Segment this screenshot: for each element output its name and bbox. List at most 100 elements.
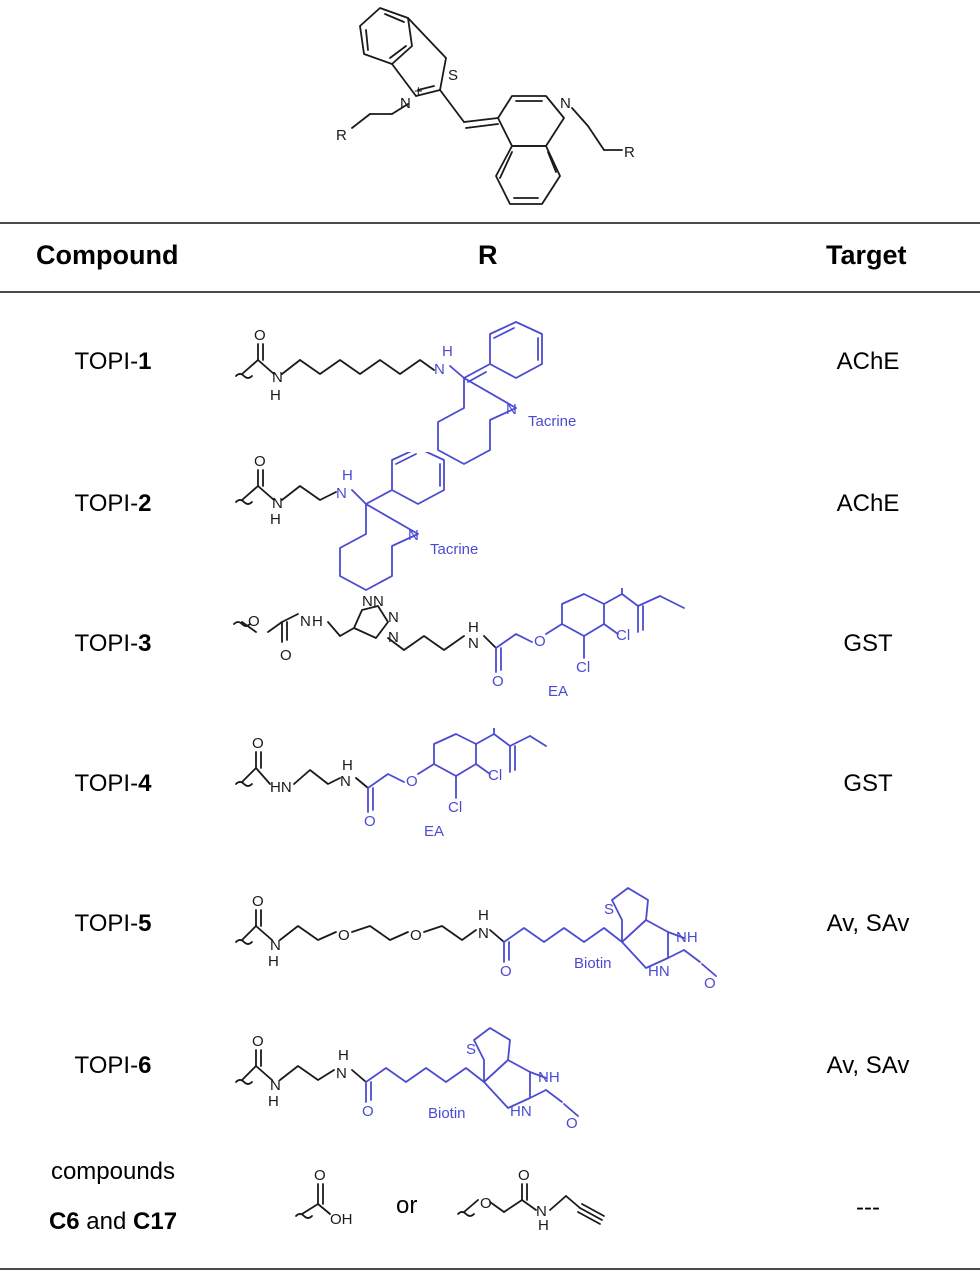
structure-label: O	[252, 893, 264, 910]
structure-label: O	[704, 975, 716, 992]
compound-name: TOPI-5	[74, 910, 152, 937]
structure-label: Cl	[488, 767, 502, 784]
target-value: ---	[856, 1194, 880, 1221]
structure-label: HN	[270, 779, 292, 796]
structure-label: N	[272, 495, 283, 512]
structure-label: H	[442, 343, 453, 360]
structure-label: N	[373, 593, 384, 610]
r-group-structure: O HN H N O O O Cl Cl EA	[235, 728, 547, 840]
compound-name: TOPI-1	[74, 348, 152, 375]
structure-label: H	[270, 387, 281, 404]
structure-label: H	[338, 1047, 349, 1064]
structure-label: N	[300, 613, 311, 630]
structure-label: N	[336, 1065, 347, 1082]
structure-label: N	[336, 485, 347, 502]
compound-name: TOPI-3	[74, 630, 152, 657]
target-value: GST	[843, 770, 893, 797]
charge-label: +	[414, 83, 423, 100]
structure-label: NH	[538, 1069, 560, 1086]
structure-label: O	[314, 1168, 326, 1184]
structure-label: HN	[648, 963, 670, 980]
compound-name-2: C6 and C17	[48, 1208, 178, 1235]
table-bottom-rule	[0, 1268, 980, 1270]
structure-label: H	[538, 1217, 549, 1234]
r-label-right: R	[624, 144, 635, 161]
structure-label: O	[616, 588, 628, 590]
structure-label: Biotin	[428, 1105, 466, 1122]
structure-label: EA	[548, 683, 568, 700]
structure-label: N	[506, 401, 517, 418]
r-group-structure: O H N H N N Tacrine	[235, 321, 576, 465]
structure-label: N	[478, 925, 489, 942]
structure-label: HN	[510, 1103, 532, 1120]
structure-label: H	[268, 953, 279, 970]
structure-label: O	[252, 735, 264, 752]
structure-label: EA	[424, 823, 444, 840]
structure-label: O	[488, 728, 500, 730]
structure-label: Cl	[616, 627, 630, 644]
structure-label: N	[272, 369, 283, 386]
structure-label: N	[362, 593, 373, 610]
structure-label: H	[478, 907, 489, 924]
structure-label: O	[338, 927, 350, 944]
structure-label: N	[468, 635, 479, 652]
structure-label: H	[342, 467, 353, 484]
target-value: AChE	[836, 348, 900, 375]
compound-name: compounds	[50, 1158, 176, 1185]
structure-label: H	[342, 757, 353, 774]
r-group-structure: O H N O O H N O S NH HN O Biotin	[235, 887, 717, 992]
target-value: GST	[843, 630, 893, 657]
compound-name: TOPI-2	[74, 490, 152, 517]
structure-label: N	[340, 773, 351, 790]
structure-label: O	[410, 927, 422, 944]
structure-label: O	[364, 813, 376, 830]
structure-label: O	[518, 1168, 530, 1184]
structure-label: S	[466, 1041, 476, 1058]
structure-label: N	[388, 609, 399, 626]
header-target: Target	[826, 240, 907, 270]
structure-label: O	[534, 633, 546, 650]
structure-label: Tacrine	[430, 541, 478, 558]
structure-label: Cl	[448, 799, 462, 816]
header-r: R	[478, 240, 498, 270]
target-value: Av, SAv	[826, 1052, 910, 1079]
structure-label: O	[406, 773, 418, 790]
structure-label: N	[434, 361, 445, 378]
r-group-structure: O H N H N N Tacrine	[235, 452, 478, 591]
target-value: AChE	[836, 490, 900, 517]
structure-label: H	[312, 613, 323, 630]
header-compound: Compound	[36, 240, 179, 270]
scaffold-structure: S N + N R R	[336, 7, 635, 205]
structure-label: OH	[330, 1211, 353, 1228]
structure-label: NH	[676, 929, 698, 946]
structure-label: N	[388, 629, 399, 646]
compound-name: TOPI-4	[74, 770, 152, 797]
structure-label: O	[248, 613, 260, 630]
structure-label: Biotin	[574, 955, 612, 972]
target-value: Av, SAv	[826, 910, 910, 937]
structure-label: O	[280, 647, 292, 664]
r-group-structure: O O N H N N N N H N O O O Cl Cl EA	[233, 588, 685, 700]
structure-label: N	[270, 1077, 281, 1094]
table-top-rule	[0, 222, 980, 224]
structure-label: N	[408, 527, 419, 544]
compound-name: TOPI-6	[74, 1052, 152, 1079]
propargyl-carbamate-structure: O O H N	[457, 1168, 605, 1234]
structure-label: O	[252, 1033, 264, 1050]
sulfur-label: S	[448, 67, 458, 84]
structure-label: S	[604, 901, 614, 918]
r-label-left: R	[336, 127, 347, 144]
structure-label: H	[268, 1093, 279, 1110]
table-header-rule	[0, 291, 980, 293]
structure-label: O	[500, 963, 512, 980]
structure-label: O	[254, 453, 266, 470]
structure-label: O	[254, 327, 266, 344]
structure-label: H	[468, 619, 479, 636]
nitrogen-label-2: N	[560, 95, 571, 112]
r-group-structure: O H N H N O S NH HN O Biotin	[235, 1027, 579, 1132]
or-text: or	[396, 1192, 418, 1219]
structure-label: O	[362, 1103, 374, 1120]
structure-label: Cl	[576, 659, 590, 676]
structure-label: O	[480, 1195, 492, 1212]
nitrogen-label: N	[400, 95, 411, 112]
